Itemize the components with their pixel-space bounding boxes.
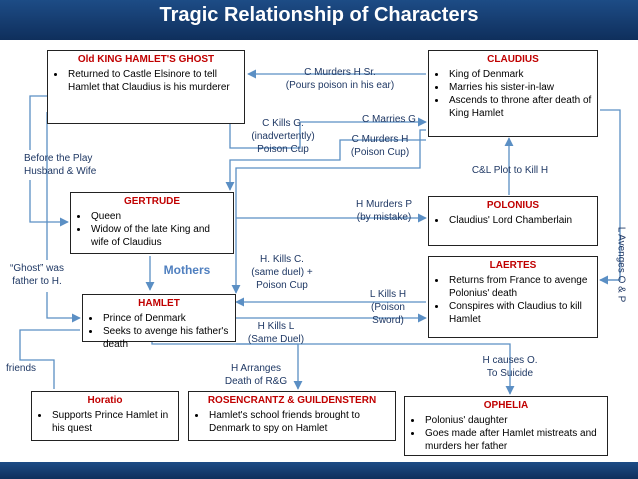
claudius-item: Marries his sister-in-law [447,81,593,94]
claudius-item: King of Denmark [447,68,593,81]
laertes-item: Returns from France to avenge Polonius' … [447,274,593,300]
label-line: (Pours poison in his ear) [285,80,395,91]
arrow-claudius-gertrude [225,139,426,191]
label-line: Mothers [163,263,211,277]
label-h-murders-p: H Murders P (by mistake) [346,198,422,224]
label-line: L Kills H [369,289,407,300]
box-horatio-title: Horatio [87,395,123,406]
label-line: H causes O. [482,355,538,366]
box-laertes-title: LAERTES [489,260,537,271]
label-mothers: Mothers [152,264,222,277]
label-line: H Arranges [230,363,282,374]
label-line: Husband & Wife [24,166,97,177]
footer-bar [0,462,638,479]
box-laertes: LAERTES Returns from France to avenge Po… [428,256,598,338]
line-friends [19,329,80,389]
box-ophelia: OPHELIA Polonius' daughter Goes made aft… [404,396,608,456]
arrow-h-causes-o [236,343,515,395]
label-line: (inadvertently) [251,131,315,142]
ophelia-item: Polonius' daughter [423,414,603,427]
label-line: (by mistake) [356,212,412,223]
box-polonius-title: POLONIUS [486,200,540,211]
box-hamlet: HAMLET Prince of Denmark Seeks to avenge… [82,294,236,350]
label-line: friends [6,363,37,374]
gertrude-item: Queen [89,210,229,223]
hamlet-item: Seeks to avenge his father's death [101,325,231,351]
arrow-gertrude-claudius [229,117,427,149]
label-line: C Murders H Sr. [304,67,376,78]
label-line: C Marries G [362,114,416,125]
label-line: “Ghost” was [10,263,64,274]
label-line: C Murders H [351,134,409,145]
label-c-marries-g: C Marries G [354,113,424,126]
label-line: H Kills L [257,321,295,332]
label-line: C Kills G. [262,118,304,129]
label-line: (Poison Cup) [350,147,410,158]
label-h-arranges: H Arranges Death of R&G [214,362,298,388]
label-line: L Avenges O & P [615,226,627,303]
label-before-play: Before the Play Husband & Wife [24,152,116,178]
box-rg-title: ROSENCRANTZ & GUILDENSTERN [207,395,377,406]
hamlet-item: Prince of Denmark [101,312,231,325]
label-c-kills-g: C Kills G. (inadvertently) Poison Cup [240,117,326,156]
label-line: H Murders P [355,199,413,210]
polonius-item: Claudius' Lord Chamberlain [447,214,593,227]
label-l-kills-h: L Kills H (Poison Sword) [358,288,418,327]
label-line: (same duel) + [251,267,313,278]
box-gertrude: GERTRUDE Queen Widow of the late King an… [70,192,234,254]
laertes-item: Conspires with Claudius to kill Hamlet [447,300,593,326]
box-claudius-title: CLAUDIUS [487,54,539,65]
label-friends: friends [6,362,50,375]
label-h-causes-o: H causes O. To Suicide [470,354,550,380]
horatio-item: Supports Prince Hamlet in his quest [50,409,174,435]
label-line: H. Kills C. [260,254,304,265]
label-line: Poison Cup [257,144,309,155]
label-line: (Same Duel) [247,334,305,345]
claudius-item: Ascends to throne after death of King Ha… [447,94,593,120]
box-claudius: CLAUDIUS King of Denmark Marries his sis… [428,50,598,137]
arrow-before-play [29,180,69,227]
label-line: Death of R&G [224,376,288,387]
gertrude-item: Widow of the late King and wife of Claud… [89,223,229,249]
box-horatio: Horatio Supports Prince Hamlet in his qu… [31,391,179,441]
ophelia-item: Goes made after Hamlet mistreats and mur… [423,427,603,453]
label-line: To Suicide [486,368,534,379]
box-ghost: Old KING HAMLET'S GHOST Returned to Cast… [47,50,245,124]
label-c-murders-h: C Murders H (Poison Cup) [342,133,418,159]
box-rg: ROSENCRANTZ & GUILDENSTERN Hamlet's scho… [188,391,396,441]
page-title: Tragic Relationship of Characters [159,4,479,26]
label-l-avenges: L Avenges O & P [615,210,628,320]
label-c-murders-h-sr: C Murders H Sr. (Pours poison in his ear… [270,66,410,92]
label-line: father to H. [12,276,62,287]
box-gertrude-title: GERTRUDE [123,196,181,207]
label-line: C&L Plot to Kill H [471,165,549,176]
label-line: Before the Play [24,153,93,164]
ghost-item: Returned to Castle Elsinore to tell Haml… [66,68,240,94]
arrow-ghost-father [46,292,81,323]
title-bar: Tragic Relationship of Characters [0,0,638,40]
label-line: (Poison [371,302,405,313]
label-h-kills-l: H Kills L (Same Duel) [238,320,314,346]
arrow-claudius-hamlet [231,129,426,294]
box-ophelia-title: OPHELIA [483,400,529,411]
rg-item: Hamlet's school friends brought to Denma… [207,409,391,435]
label-line: Poison Cup [256,280,308,291]
box-ghost-title: Old KING HAMLET'S GHOST [77,54,215,65]
label-cl-plot: C&L Plot to Kill H [458,164,562,177]
label-ghost-father: “Ghost” was father to H. [4,262,70,288]
box-polonius: POLONIUS Claudius' Lord Chamberlain [428,196,598,246]
label-h-kills-c: H. Kills C. (same duel) + Poison Cup [240,253,324,292]
label-line: Sword) [372,315,404,326]
box-hamlet-title: HAMLET [138,298,180,309]
